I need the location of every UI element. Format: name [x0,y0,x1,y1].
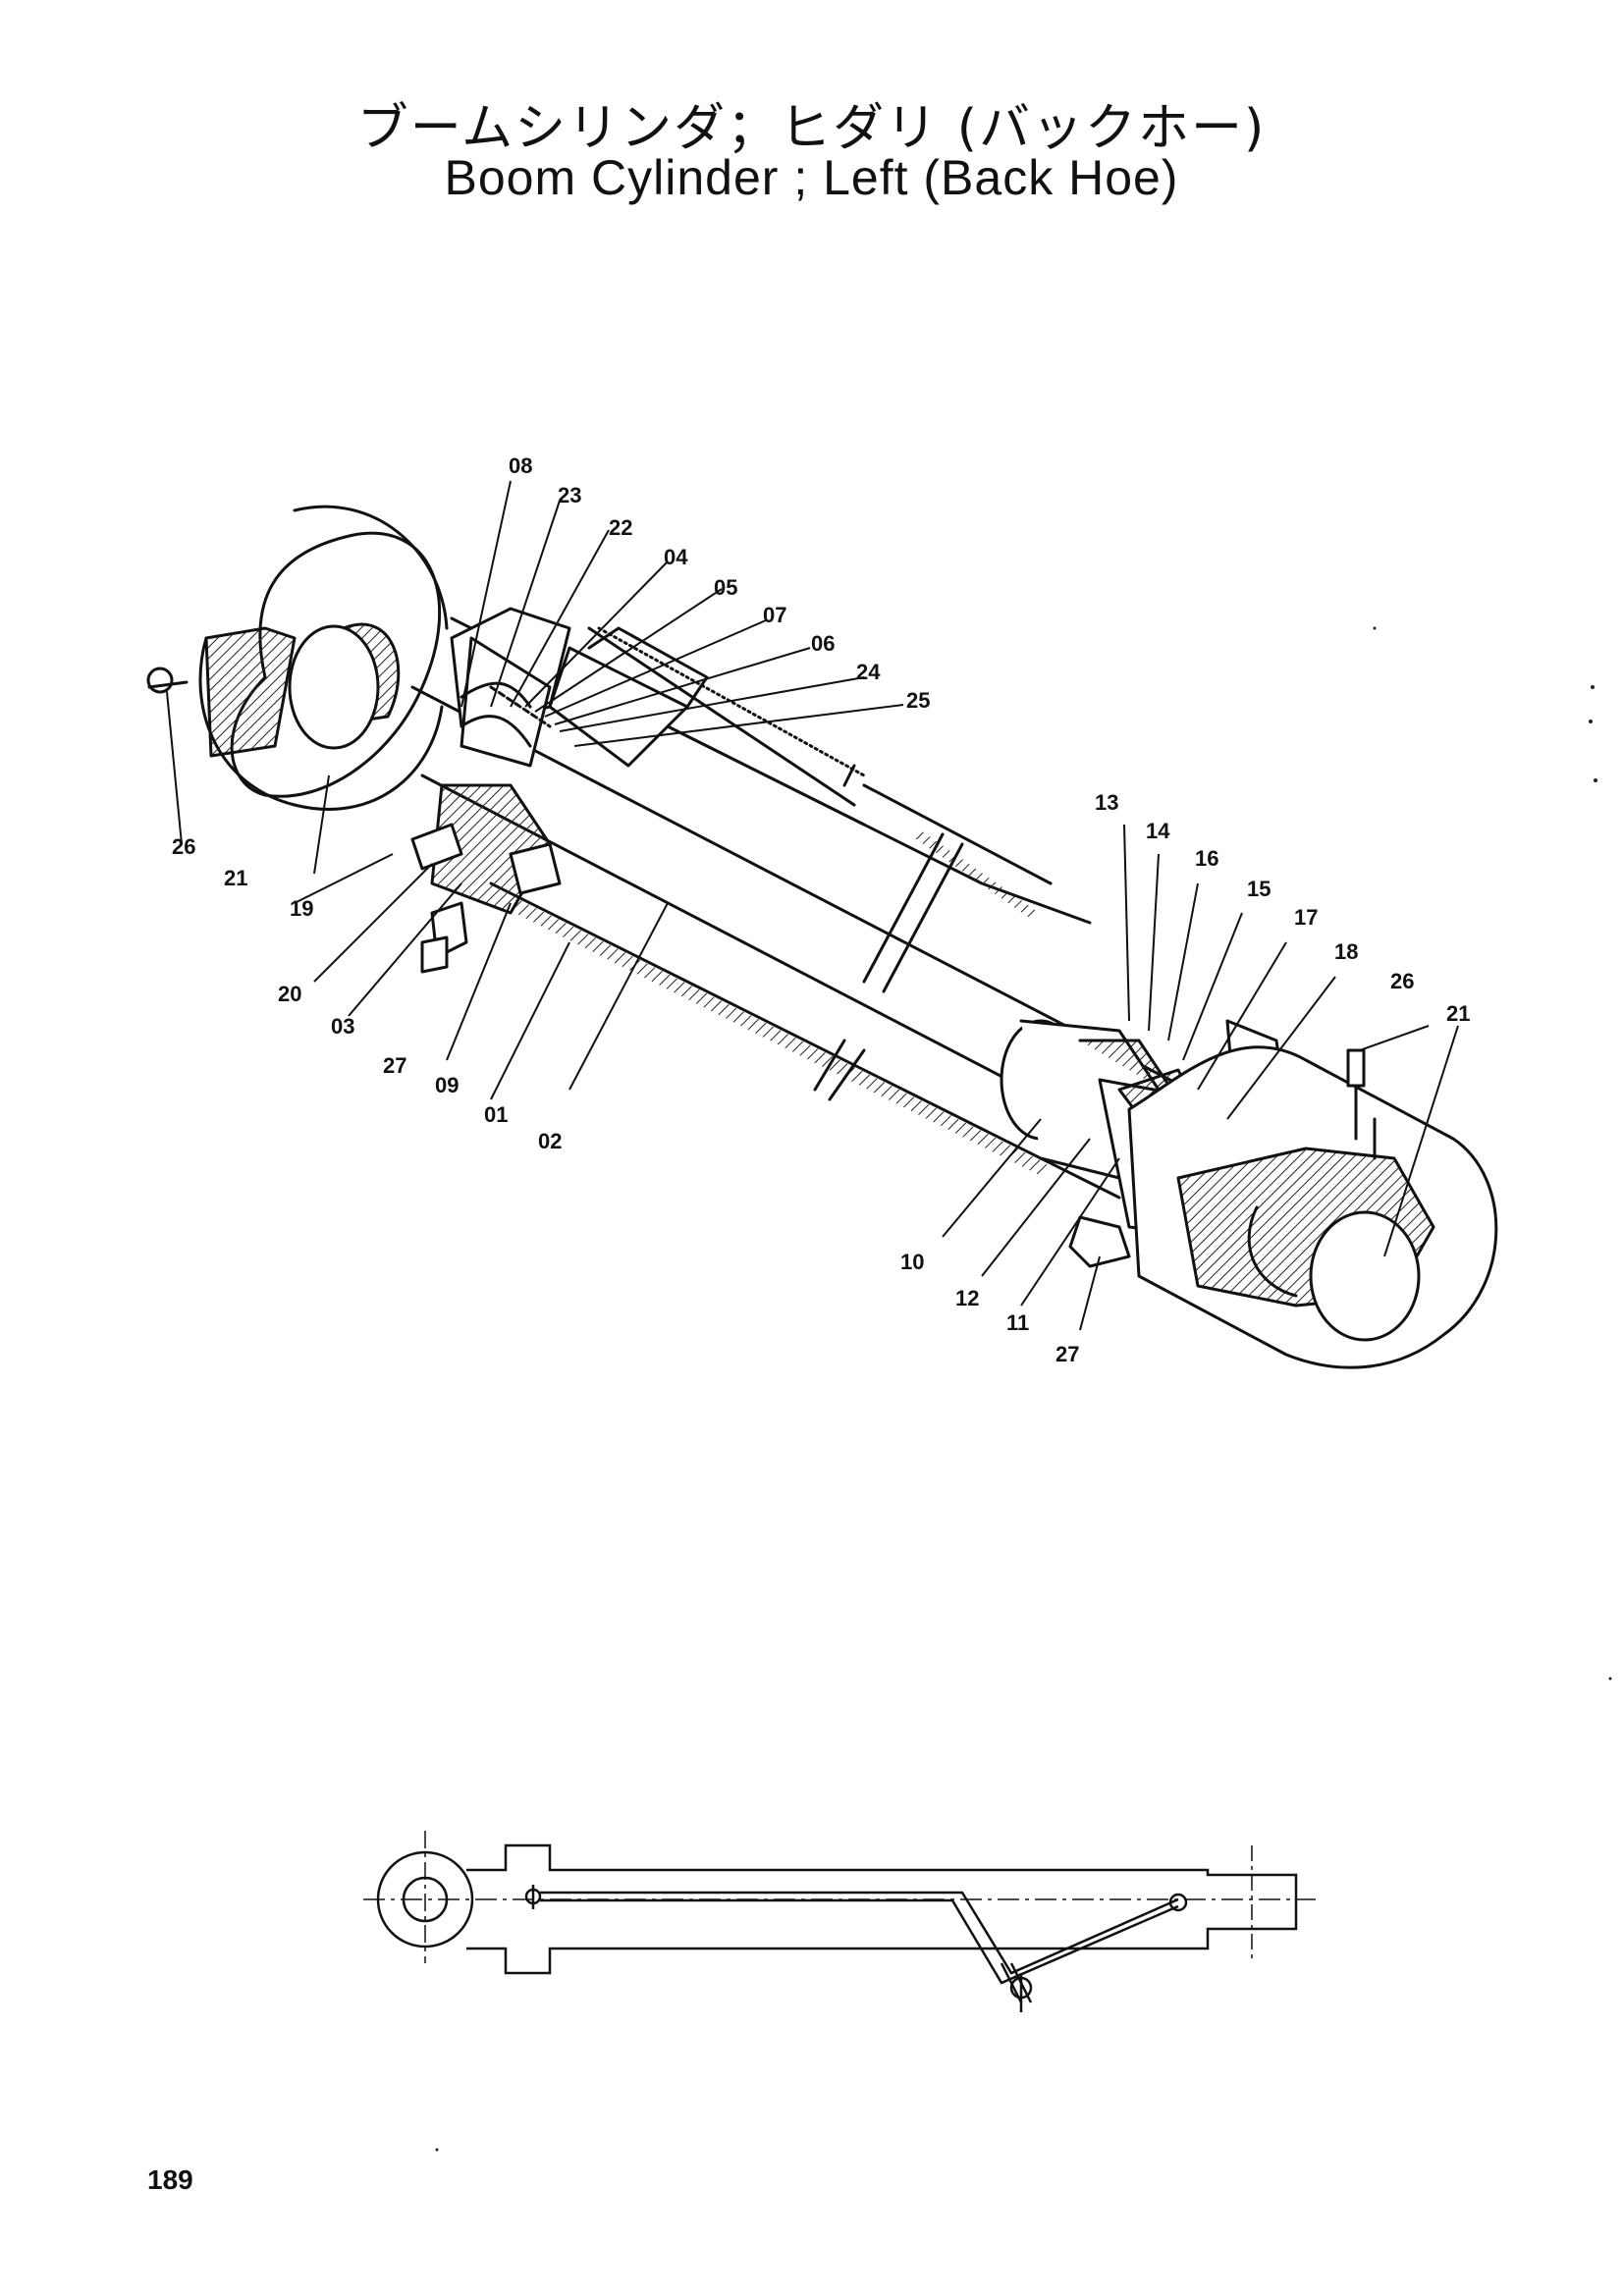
callout-03: 03 [331,1014,354,1039]
callout-18: 18 [1334,939,1358,964]
cylinder-side-view [363,1831,1316,2012]
callout-10: 10 [900,1250,924,1274]
callout-02: 02 [538,1129,562,1153]
leader-lines [294,480,1459,1331]
page-title-english: Boom Cylinder ; Left (Back Hoe) [444,150,1179,205]
cylinder-tube [450,616,1121,1200]
scan-specks [435,626,1612,2152]
callout-15: 15 [1247,877,1271,901]
callout-26-left: 26 [172,834,195,859]
callout-12: 12 [955,1286,979,1310]
callout-13: 13 [1095,790,1118,815]
callout-23: 23 [558,483,581,507]
grease-fitting-right [1346,1048,1366,1141]
callout-21-left: 21 [224,866,247,890]
callout-07: 07 [763,603,786,627]
callout-27-right: 27 [1055,1342,1079,1366]
grease-fitting-left [146,667,189,845]
callout-27-left: 27 [383,1053,406,1078]
rod-eye-left [198,505,449,811]
callout-08: 08 [509,454,532,478]
callout-22: 22 [609,515,632,540]
callout-04: 04 [664,545,688,569]
page-number: 189 [147,2164,193,2195]
callout-11: 11 [1006,1310,1029,1335]
callout-05: 05 [714,575,737,600]
callout-17: 17 [1294,905,1318,930]
callout-14: 14 [1146,819,1170,843]
callout-20: 20 [278,982,301,1006]
callout-16: 16 [1195,846,1218,871]
callout-26-right: 26 [1390,969,1414,993]
port-right [1068,1215,1131,1268]
callout-06: 06 [811,631,835,656]
callout-24: 24 [856,660,881,684]
callout-09: 09 [435,1073,459,1097]
callout-01: 01 [484,1102,508,1127]
callout-labels: 08 23 22 04 05 07 06 24 25 26 21 19 20 0… [172,454,1470,1366]
callout-25: 25 [906,688,930,713]
callout-21-right: 21 [1446,1001,1470,1026]
callout-19: 19 [290,896,313,921]
page-title-japanese: ブームシリンダ；ヒダリ (バックホー) [356,99,1267,158]
cylinder-eye-right [1127,1045,1498,1369]
